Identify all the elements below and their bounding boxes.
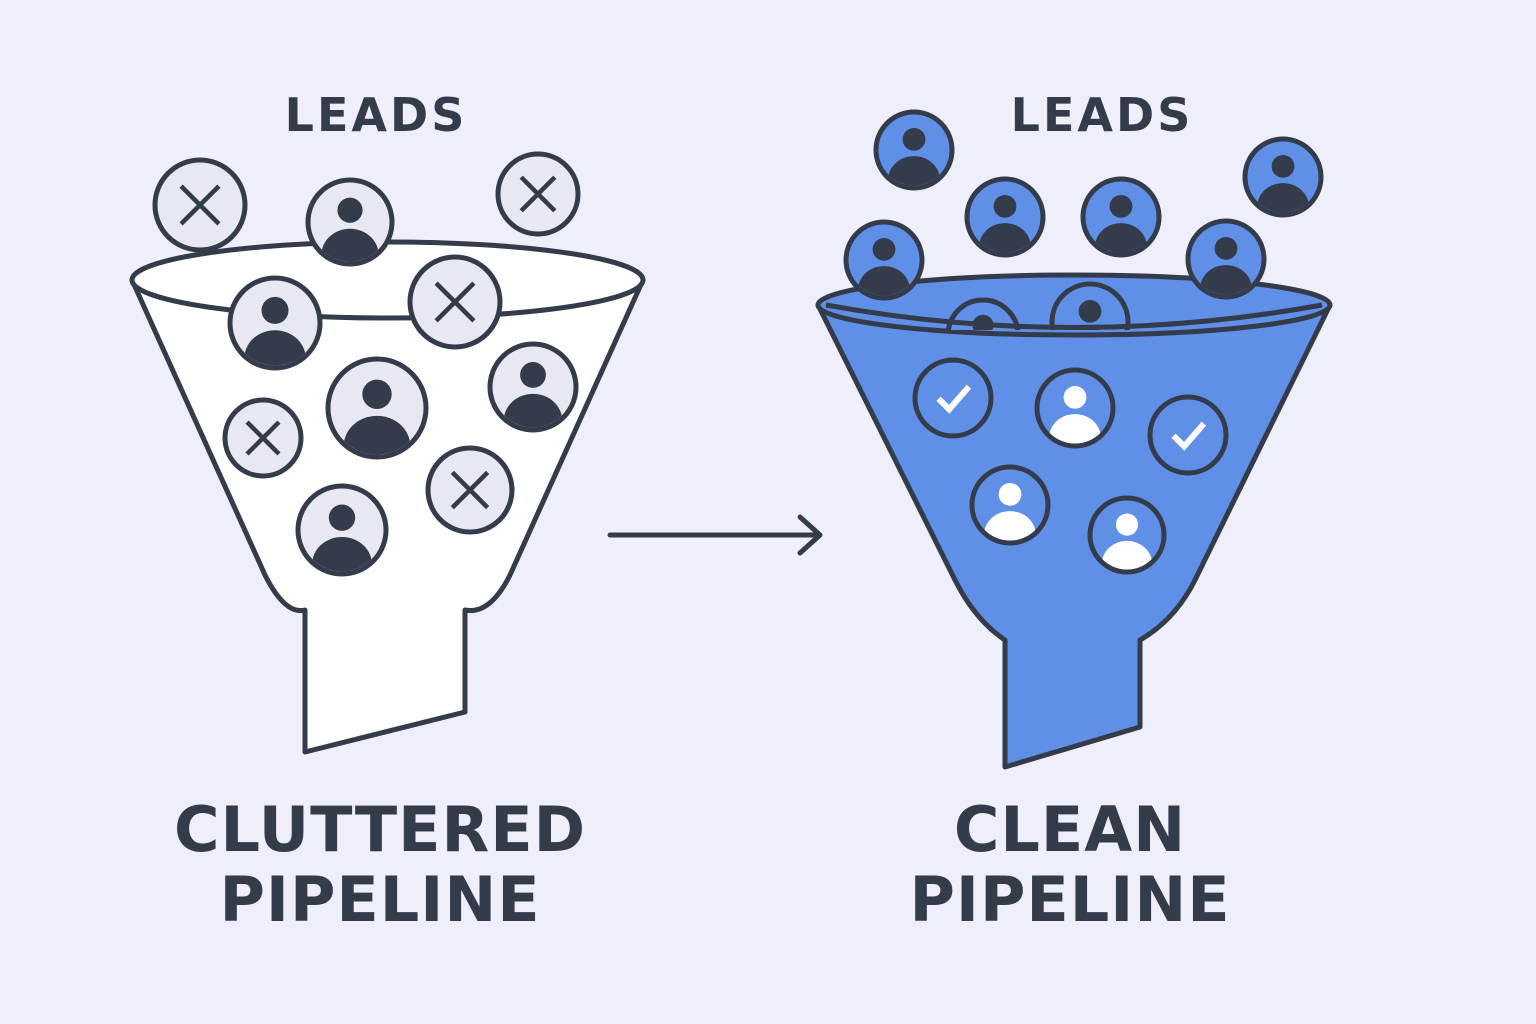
lead-token-person [1242, 136, 1324, 218]
person-icon [321, 197, 379, 262]
token-circle [1147, 394, 1229, 476]
person-icon [1064, 299, 1116, 330]
person-icon [343, 379, 411, 455]
funnel-body [129, 277, 646, 755]
lead-token-reject [407, 254, 503, 350]
lead-token-person [487, 341, 579, 433]
rim-tokens [945, 281, 1131, 330]
person-icon [1257, 154, 1309, 213]
funnel-rim [129, 239, 646, 321]
cluttered-funnel [129, 239, 646, 755]
lead-token-reject [152, 157, 248, 253]
person-icon [1049, 385, 1101, 444]
person-icon [244, 296, 306, 366]
lead-token-person [295, 483, 389, 577]
check-icon [936, 384, 972, 414]
lead-token-person [843, 219, 925, 301]
clean-funnel [815, 272, 1333, 770]
x-icon [434, 281, 476, 323]
person-icon [312, 504, 372, 572]
person-icon [1200, 236, 1252, 295]
lead-token-person [873, 109, 955, 191]
check-icon [1171, 421, 1207, 451]
right-title-line2: PIPELINE [909, 863, 1231, 936]
lead-token-check [912, 357, 994, 439]
lead-token-check [1147, 394, 1229, 476]
left-leads-label: LEADS [284, 88, 468, 142]
left-title-line2: PIPELINE [219, 863, 541, 936]
x-icon [179, 184, 221, 226]
lead-token-person [1185, 218, 1267, 300]
arrow-head-icon [797, 514, 823, 556]
cluttered-lead-tokens [152, 151, 581, 577]
lead-token-person [227, 275, 323, 371]
right-title: CLEAN PIPELINE [820, 795, 1320, 935]
funnel-rim-front [825, 302, 1323, 330]
person-icon [984, 482, 1036, 541]
left-title-line1: CLUTTERED [173, 793, 587, 866]
person-icon [979, 194, 1031, 253]
person-icon [858, 237, 910, 296]
person-icon [1101, 513, 1153, 570]
lead-token-person [969, 464, 1051, 546]
lead-token-reject [495, 151, 581, 237]
x-icon [519, 175, 557, 213]
lead-token-person [325, 356, 429, 460]
lead-token-person [305, 177, 395, 267]
left-title: CLUTTERED PIPELINE [130, 795, 630, 935]
x-icon [245, 420, 281, 456]
clean-lead-tokens [825, 109, 1324, 575]
token-circle [912, 357, 994, 439]
lead-token-reject [425, 445, 515, 535]
right-title-line1: CLEAN [953, 793, 1187, 866]
lead-token-person [1034, 367, 1116, 449]
lead-token-person [1049, 281, 1131, 330]
lead-token-person [964, 176, 1046, 258]
x-icon [450, 470, 490, 510]
person-icon [1095, 194, 1147, 253]
lead-token-reject [222, 397, 304, 479]
person-icon [503, 362, 563, 428]
person-icon [888, 127, 940, 186]
lead-token-person [1080, 176, 1162, 258]
transition-arrow [607, 514, 823, 556]
lead-token-person [1087, 495, 1167, 575]
right-leads-label: LEADS [1010, 88, 1194, 142]
